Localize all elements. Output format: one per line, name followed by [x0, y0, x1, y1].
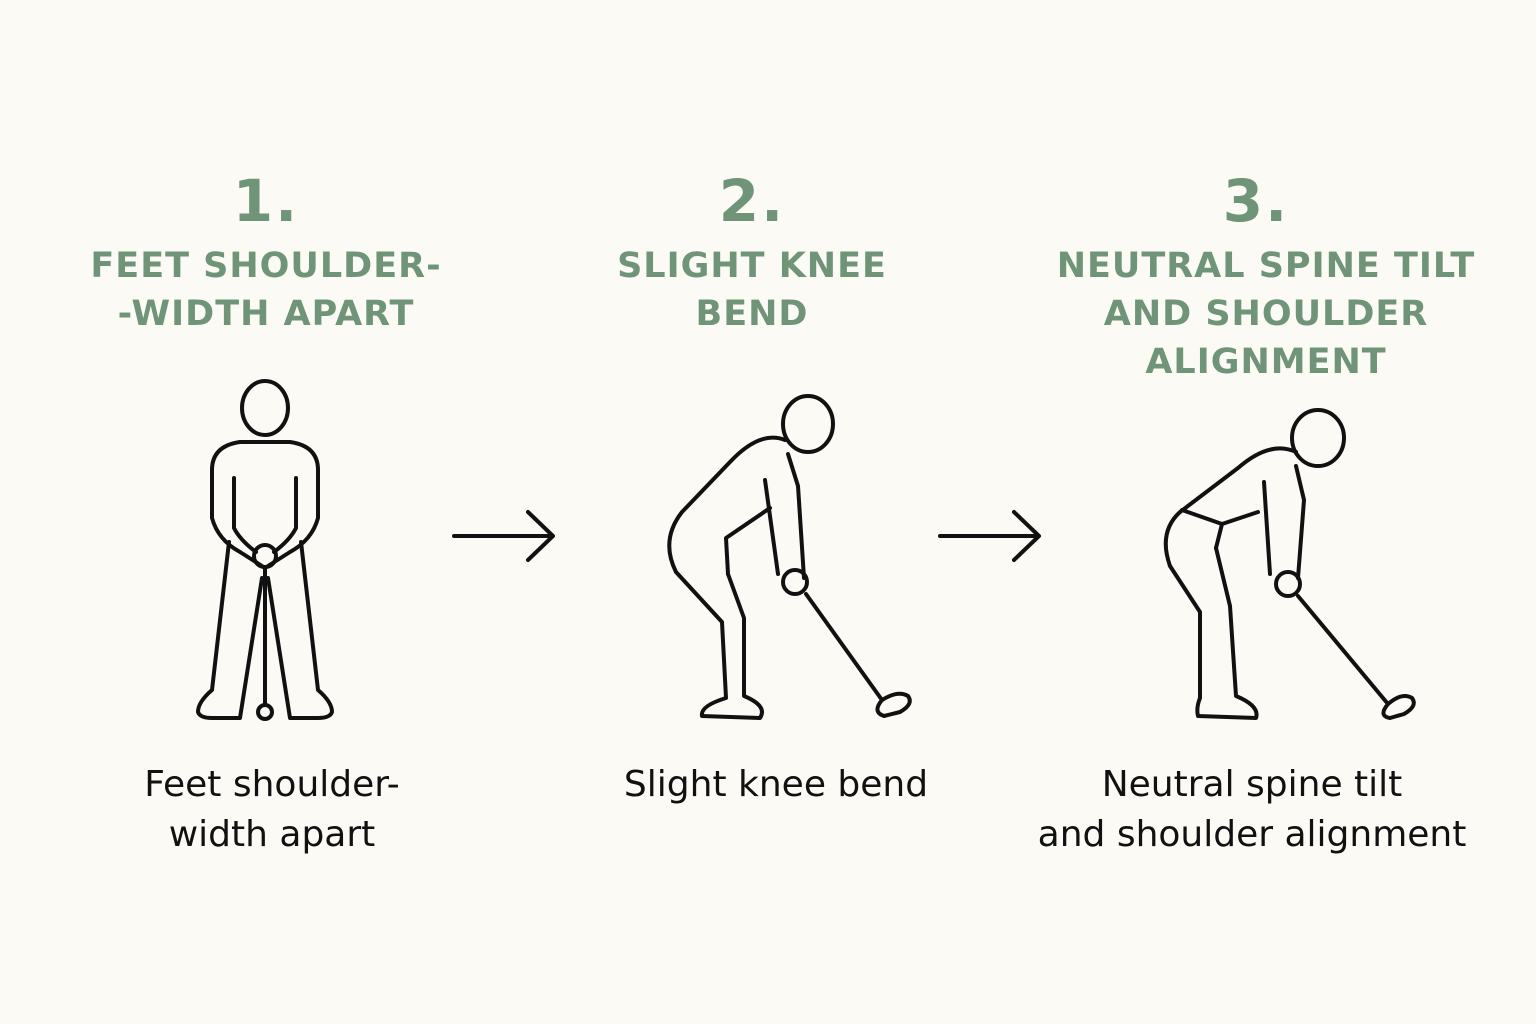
golfer-standing-icon [196, 379, 334, 721]
step-2-title-line-1: SLIGHT KNEE [617, 246, 887, 286]
step-1-number: 1. [232, 167, 300, 235]
step-3-caption-line-1: Neutral spine tilt [1101, 764, 1403, 805]
step-1-title-line-1: FEET SHOULDER- [90, 246, 442, 286]
step-1-caption-line-1: Feet shoulder- [144, 764, 400, 805]
step-2-caption-line-1: Slight knee bend [623, 764, 929, 805]
arrow-right-icon [452, 510, 555, 562]
step-2-title: SLIGHT KNEE BEND [532, 242, 972, 338]
step-2-title-line-2: BEND [695, 294, 809, 334]
step-1-caption-line-2: width apart [168, 814, 376, 855]
step-2-number: 2. [718, 167, 786, 235]
step-3-title-line-2: AND SHOULDER [1103, 294, 1429, 334]
step-3-caption-line-2: and shoulder alignment [1037, 814, 1467, 855]
step-3-title: NEUTRAL SPINE TILT AND SHOULDER ALIGNMEN… [1046, 242, 1486, 386]
step-3-title-line-3: ALIGNMENT [1145, 342, 1387, 382]
step-3-caption: Neutral spine tilt and shoulder alignmen… [1012, 760, 1492, 860]
arrow-right-icon [938, 510, 1041, 562]
golfer-knee-bend-icon [667, 394, 912, 720]
step-1-title-line-2: -WIDTH APART [117, 294, 415, 334]
step-1-title: FEET SHOULDER- -WIDTH APART [46, 242, 486, 338]
step-3-title-line-1: NEUTRAL SPINE TILT [1056, 246, 1476, 286]
step-2-caption: Slight knee bend [536, 760, 1016, 810]
golfer-spine-tilt-icon [1163, 408, 1416, 720]
step-3-number: 3. [1222, 167, 1290, 235]
step-1-caption: Feet shoulder- width apart [32, 760, 512, 860]
